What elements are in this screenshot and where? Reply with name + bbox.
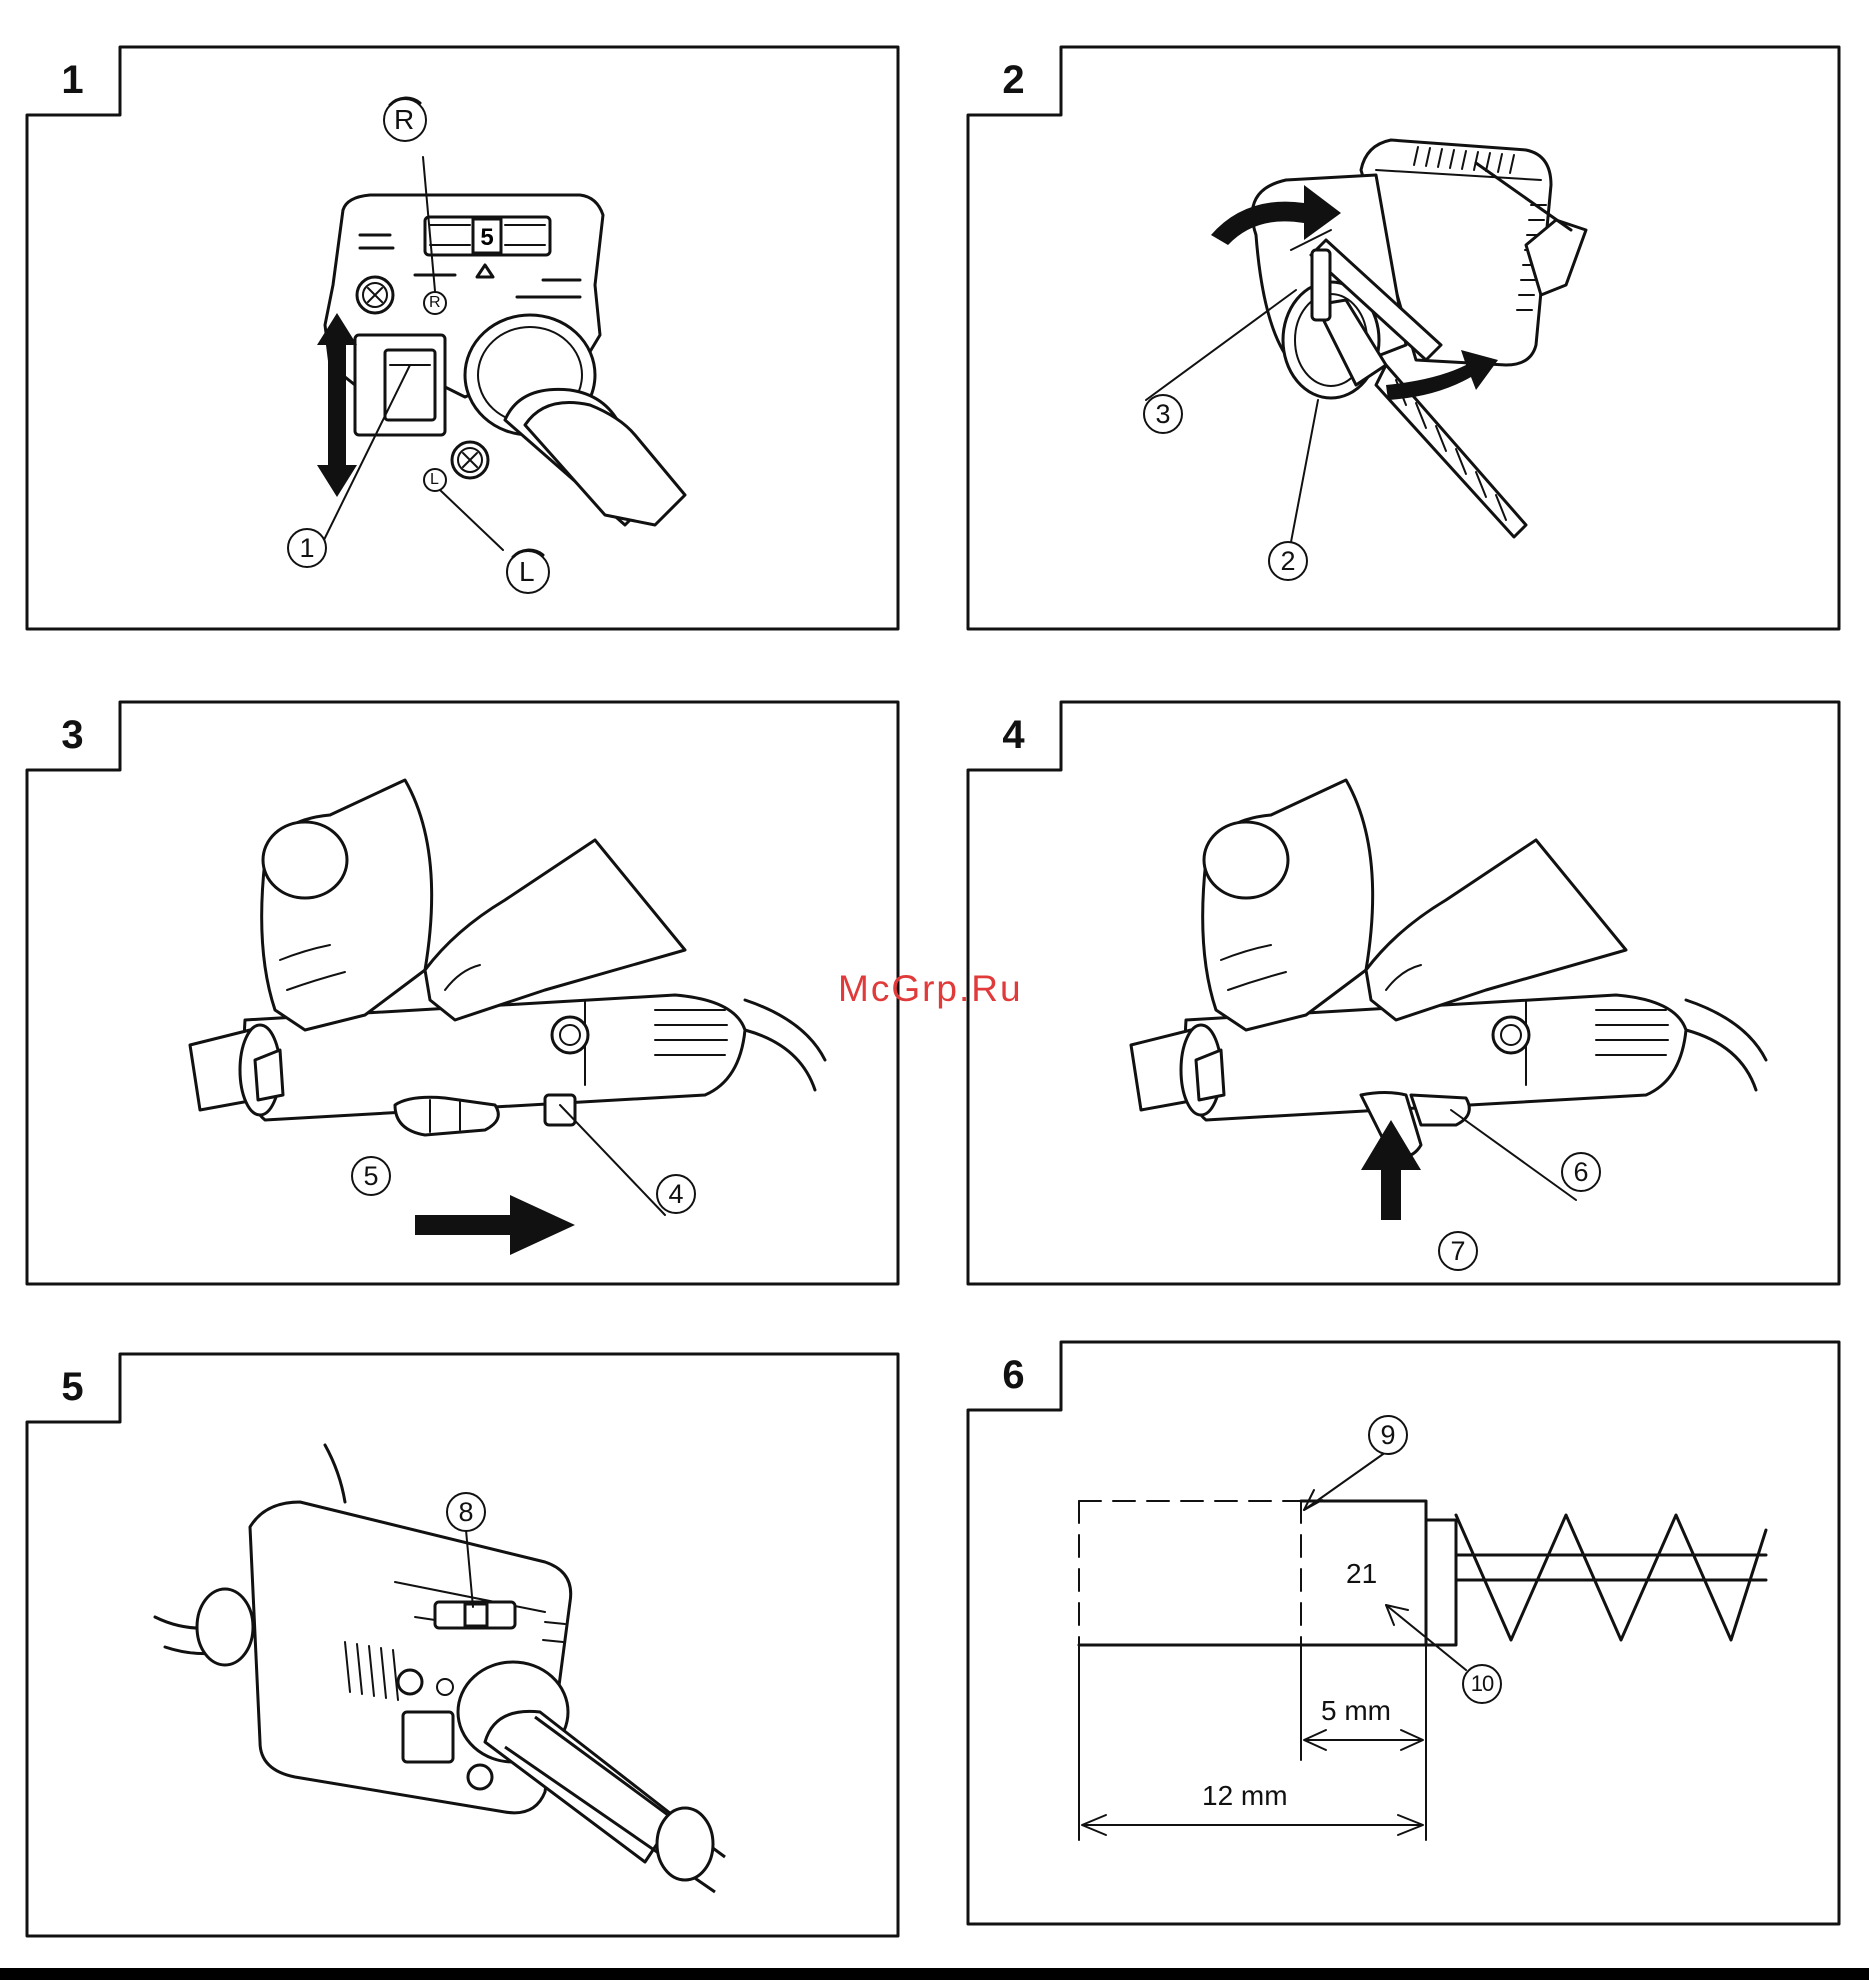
figure-3-panel: 3 5 4 <box>25 700 899 1285</box>
left-position-mark-label: L <box>430 471 439 489</box>
callout-1: 1 <box>287 528 327 568</box>
footer-bar <box>0 1968 1869 1980</box>
callout-9: 9 <box>1368 1415 1408 1455</box>
figure-6-number: 6 <box>966 1340 1061 1410</box>
dimension-5mm-label: 5 mm <box>1321 1695 1391 1727</box>
figure-3-number: 3 <box>25 700 120 770</box>
callout-5: 5 <box>351 1156 391 1196</box>
reverse-rotation-symbol-label: R <box>394 104 414 136</box>
speed-dial-digit: 5 <box>480 224 493 251</box>
callout-10: 10 <box>1462 1664 1502 1704</box>
callout-6: 6 <box>1561 1152 1601 1192</box>
figure-4-drawing <box>966 700 1840 1285</box>
reverse-position-mark-label: R <box>429 294 441 312</box>
figure-1-panel: 5 1 R R L L <box>25 45 899 630</box>
callout-7: 7 <box>1438 1231 1478 1271</box>
figure-4-panel: 4 6 7 <box>966 700 1840 1285</box>
dimension-12mm-label: 12 mm <box>1202 1780 1288 1812</box>
callout-8: 8 <box>446 1492 486 1532</box>
figure-1-drawing: 5 <box>25 45 899 630</box>
watermark-text: McGrp.Ru <box>838 968 1023 1010</box>
figure-4-number: 4 <box>966 700 1061 770</box>
figure-6-panel: 6 9 10 21 5 mm 12 mm <box>966 1340 1840 1925</box>
figure-5-drawing <box>25 1352 899 1937</box>
depth-label-21: 21 <box>1346 1558 1377 1590</box>
figure-2-number: 2 <box>966 45 1061 115</box>
figure-5-number: 5 <box>25 1352 120 1422</box>
figure-3-drawing <box>25 700 899 1285</box>
figure-1-number: 1 <box>25 45 120 115</box>
callout-4: 4 <box>656 1174 696 1214</box>
figure-2-panel: 2 3 2 <box>966 45 1840 630</box>
figure-2-drawing <box>966 45 1840 630</box>
callout-2: 2 <box>1268 541 1308 581</box>
figure-5-panel: 5 8 <box>25 1352 899 1937</box>
left-rotation-symbol-label: L <box>519 556 535 588</box>
callout-3: 3 <box>1143 394 1183 434</box>
